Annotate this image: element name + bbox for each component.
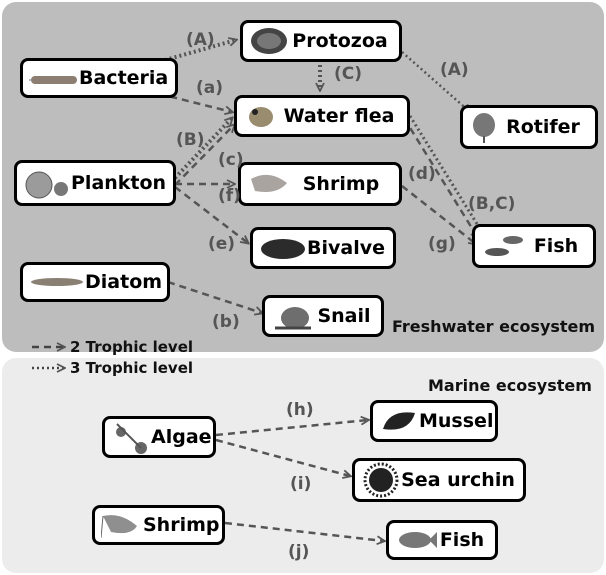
- link-algae-mussel: [216, 420, 368, 435]
- edge-label-j: (j): [288, 542, 309, 562]
- edge-label-A-upper: (A): [186, 30, 215, 50]
- marine-shrimp-icon: [101, 510, 143, 540]
- edge-label-C-upper: (C): [334, 64, 362, 84]
- node-fish: Fish: [472, 224, 596, 268]
- label-plankton: Plankton: [71, 172, 174, 194]
- label-protozoa: Protozoa: [289, 30, 399, 52]
- label-marine-shrimp: Shrimp: [143, 514, 228, 536]
- label-water-flea: Water flea: [279, 105, 407, 127]
- label-fish: Fish: [527, 235, 593, 257]
- label-algae: Algae: [151, 426, 220, 448]
- label-bacteria: Bacteria: [79, 67, 176, 89]
- edge-label-e: (e): [208, 234, 235, 254]
- label-bivalve: Bivalve: [307, 237, 393, 259]
- edge-label-A-right: (A): [440, 60, 469, 80]
- label-snail: Snail: [315, 305, 381, 327]
- node-snail: Snail: [262, 295, 384, 337]
- bivalve-icon: [259, 235, 307, 261]
- label-sea-urchin: Sea urchin: [401, 469, 523, 491]
- legend-2-trophic: 2 Trophic level: [70, 338, 193, 356]
- label-mussel: Mussel: [419, 410, 501, 432]
- marine-fish-icon: [395, 527, 437, 553]
- edge-label-c-lower: (c): [218, 150, 244, 170]
- snail-icon: [271, 300, 315, 332]
- edge-label-b-lower: (b): [212, 312, 240, 332]
- shrimp-icon: [247, 169, 291, 199]
- freshwater-title: Freshwater ecosystem: [392, 317, 595, 336]
- node-marine-shrimp: Shrimp: [92, 505, 225, 545]
- node-algae: Algae: [102, 416, 216, 458]
- node-water-flea: Water flea: [234, 95, 410, 137]
- label-shrimp: Shrimp: [291, 173, 399, 195]
- fish-icon: [481, 230, 527, 262]
- edge-label-a-lower: (a): [196, 78, 223, 98]
- edge-label-i: (i): [290, 474, 311, 494]
- node-shrimp: Shrimp: [238, 162, 402, 206]
- edge-label-B-upper: (B): [176, 130, 205, 150]
- link-shrimp-fish-marine: [225, 523, 384, 541]
- node-marine-fish: Fish: [386, 520, 498, 560]
- node-sea-urchin: Sea urchin: [352, 458, 526, 502]
- sea-urchin-icon: [361, 462, 401, 498]
- protozoa-icon: [249, 25, 289, 57]
- node-diatom: Diatom: [20, 262, 170, 302]
- edge-label-d: (d): [408, 164, 436, 184]
- label-rotifer: Rotifer: [499, 116, 595, 138]
- node-mussel: Mussel: [370, 400, 498, 442]
- marine-title: Marine ecosystem: [428, 376, 592, 395]
- edge-label-g: (g): [428, 234, 456, 254]
- edge-label-f: (f): [218, 186, 241, 206]
- link-diatom-snail: [168, 282, 262, 313]
- bacteria-icon: [29, 68, 79, 88]
- plankton-icon: [23, 165, 71, 201]
- node-bacteria: Bacteria: [20, 58, 178, 98]
- node-rotifer: Rotifer: [460, 105, 598, 149]
- label-diatom: Diatom: [85, 271, 170, 293]
- rotifer-icon: [469, 110, 499, 144]
- node-protozoa: Protozoa: [240, 20, 402, 62]
- node-bivalve: Bivalve: [250, 227, 396, 269]
- legend-3-trophic: 3 Trophic level: [70, 359, 193, 377]
- algae-icon: [111, 420, 151, 454]
- edge-label-BC: (B,C): [468, 194, 515, 214]
- mussel-icon: [379, 407, 419, 435]
- link-algae-seaurchin: [216, 440, 350, 476]
- edge-label-h: (h): [286, 400, 314, 420]
- label-marine-fish: Fish: [437, 529, 495, 551]
- node-plankton: Plankton: [14, 160, 176, 206]
- water-flea-icon: [243, 100, 279, 132]
- diatom-icon: [29, 274, 85, 290]
